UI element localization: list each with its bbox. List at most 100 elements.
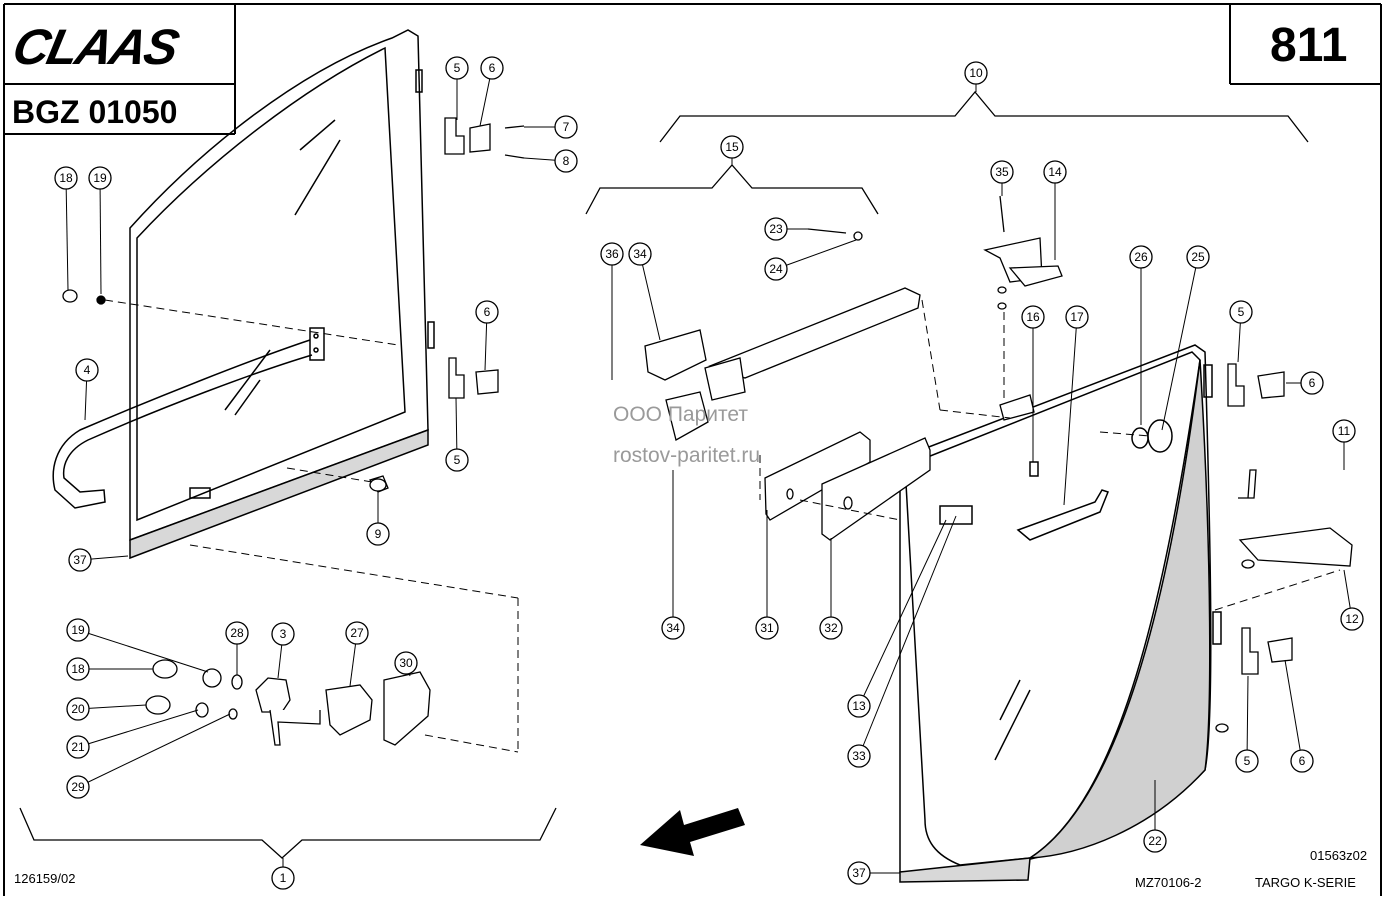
small-parts-left — [62, 117, 525, 746]
callout-c6c: 6 — [1300, 371, 1324, 395]
callout-circle — [1143, 829, 1167, 853]
callout-circle — [819, 616, 843, 640]
callout-label: 12 — [1345, 612, 1359, 626]
callout-label: 14 — [1048, 165, 1062, 179]
callout-c18a: 18 — [54, 166, 78, 190]
callout-c24: 24 — [764, 257, 788, 281]
callout-c36: 36 — [600, 242, 624, 266]
callout-label: 17 — [1070, 310, 1084, 324]
callout-c9: 9 — [366, 522, 390, 546]
callout-label: 15 — [725, 140, 739, 154]
callout-c5c: 5 — [1229, 300, 1253, 324]
callout-circle — [764, 257, 788, 281]
callout-label: 13 — [852, 699, 866, 713]
callout-leader-c5d — [1246, 675, 1249, 762]
right-door — [899, 344, 1222, 883]
footer-left-ref: 126159/02 — [14, 871, 76, 886]
callout-circle — [720, 135, 744, 159]
callout-c22: 22 — [1143, 829, 1167, 853]
callout-label: 11 — [1338, 424, 1351, 438]
callout-circle — [554, 115, 578, 139]
callout-c26: 26 — [1129, 245, 1153, 269]
callout-leader-c21 — [77, 709, 199, 748]
watermark-site: rostov-paritet.ru — [613, 444, 761, 467]
callout-label: 5 — [454, 61, 461, 75]
callout-leader-c17 — [1063, 316, 1078, 506]
callout-c7: 7 — [554, 115, 578, 139]
callout-c6d: 6 — [1290, 749, 1314, 773]
callout-label: 6 — [1309, 376, 1316, 390]
callout-label: 24 — [769, 262, 783, 276]
callout-c6b: 6 — [475, 300, 499, 324]
callout-label: 25 — [1191, 250, 1205, 264]
callout-label: 26 — [1134, 250, 1148, 264]
callout-circle — [661, 616, 685, 640]
grab-rail-part-4 — [52, 327, 325, 509]
door-mechanism-parts — [644, 195, 1353, 733]
callout-label: 3 — [280, 627, 287, 641]
callout-c17: 17 — [1065, 305, 1089, 329]
callout-label: 6 — [1299, 754, 1306, 768]
callout-c37a: 37 — [68, 548, 92, 572]
callout-c5a: 5 — [445, 56, 469, 80]
callout-circle — [66, 618, 90, 642]
callout-c8: 8 — [554, 149, 578, 173]
callout-circle — [1290, 749, 1314, 773]
callout-c10: 10 — [964, 61, 988, 85]
callout-circle — [445, 448, 469, 472]
callout-label: 6 — [484, 305, 491, 319]
callout-label: 35 — [995, 165, 1009, 179]
callout-c34b: 34 — [661, 616, 685, 640]
callout-label: 20 — [71, 702, 85, 716]
callout-label: 23 — [769, 222, 783, 236]
callout-label: 5 — [454, 453, 461, 467]
footer-series: TARGO K-SERIE — [1255, 875, 1356, 890]
callout-c21: 21 — [66, 735, 90, 759]
callout-circle — [88, 166, 112, 190]
callout-leader-c19a — [99, 177, 102, 295]
callout-c20: 20 — [66, 697, 90, 721]
callout-label: 33 — [852, 749, 866, 763]
callout-circle — [1340, 607, 1364, 631]
callout-label: 6 — [489, 61, 496, 75]
callout-label: 19 — [71, 623, 85, 637]
direction-arrow — [640, 808, 745, 856]
group-code: BGZ 01050 — [12, 94, 178, 130]
callout-c28: 28 — [225, 621, 249, 645]
footer-drawing-no: MZ70106-2 — [1135, 875, 1202, 890]
callout-label: 27 — [350, 626, 364, 640]
callout-circle — [271, 622, 295, 646]
callout-label: 29 — [71, 780, 85, 794]
callout-leader-c25 — [1161, 256, 1199, 431]
watermark-company: ООО Паритет — [613, 403, 749, 426]
callout-circle — [554, 149, 578, 173]
callout-leader-c6d — [1284, 659, 1303, 762]
callout-leaders — [65, 67, 1353, 878]
callout-c18b: 18 — [66, 657, 90, 681]
callout-label: 9 — [375, 527, 382, 541]
callout-c1: 1 — [271, 866, 295, 890]
callout-c37b: 37 — [847, 861, 871, 885]
callout-label: 4 — [84, 363, 91, 377]
callout-label: 8 — [563, 154, 570, 168]
callout-circle — [75, 358, 99, 382]
callout-circle — [990, 160, 1014, 184]
callout-circle — [480, 56, 504, 80]
callout-c15: 15 — [720, 135, 744, 159]
callout-circle — [475, 300, 499, 324]
callout-label: 5 — [1244, 754, 1251, 768]
callout-circle — [394, 651, 418, 675]
page-number: 811 — [1270, 19, 1348, 72]
callout-c32: 32 — [819, 616, 843, 640]
dashed-leaders-right — [759, 299, 1341, 611]
brand-logo: CLAAS — [8, 19, 183, 75]
callout-c29: 29 — [66, 775, 90, 799]
callout-c16: 16 — [1021, 305, 1045, 329]
callout-circle — [1129, 245, 1153, 269]
callout-c30: 30 — [394, 651, 418, 675]
callout-circle — [66, 657, 90, 681]
callout-label: 28 — [230, 626, 244, 640]
dashed-leaders-left — [104, 299, 519, 753]
